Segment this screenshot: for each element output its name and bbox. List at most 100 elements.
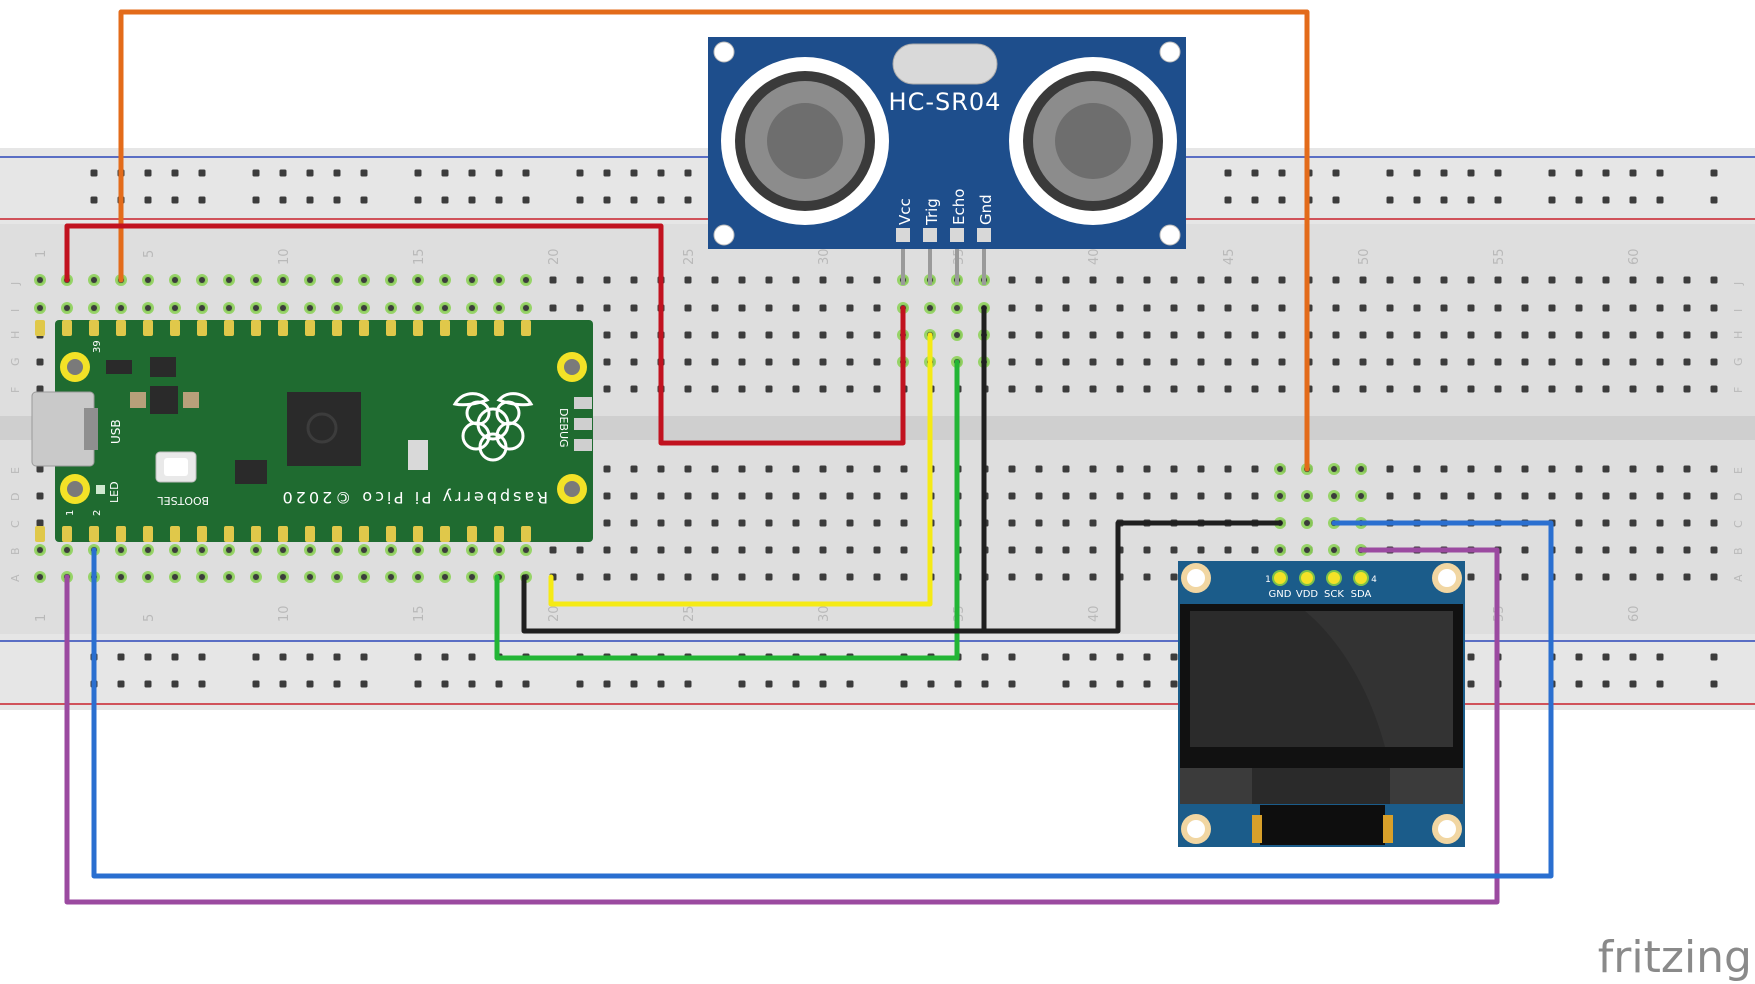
breadboard-hole[interactable] — [1278, 385, 1286, 393]
rail-hole[interactable] — [603, 169, 611, 177]
rail-hole[interactable] — [1116, 653, 1124, 661]
breadboard-hole[interactable] — [1332, 358, 1340, 366]
pico-pin-pad[interactable] — [197, 320, 207, 336]
rail-hole[interactable] — [1386, 196, 1394, 204]
blue-wire[interactable] — [91, 520, 1554, 879]
pico-pin-pad[interactable] — [143, 526, 153, 542]
rail-hole[interactable] — [1440, 169, 1448, 177]
breadboard-hole[interactable] — [1089, 519, 1097, 527]
rail-hole[interactable] — [117, 680, 125, 688]
breadboard-hole[interactable] — [1062, 546, 1070, 554]
rail-hole[interactable] — [495, 169, 503, 177]
rail-hole[interactable] — [1170, 653, 1178, 661]
breadboard-hole[interactable] — [1683, 573, 1691, 581]
rail-hole[interactable] — [1008, 680, 1016, 688]
breadboard-hole[interactable] — [711, 304, 719, 312]
breadboard-hole[interactable] — [603, 276, 611, 284]
rail-hole[interactable] — [738, 680, 746, 688]
pico-pin-pad[interactable] — [116, 320, 126, 336]
rail-hole[interactable] — [1467, 196, 1475, 204]
breadboard-hole[interactable] — [1575, 304, 1583, 312]
breadboard-hole[interactable] — [711, 331, 719, 339]
black-wire[interactable] — [521, 520, 1283, 634]
breadboard-hole[interactable] — [900, 573, 908, 581]
rail-hole[interactable] — [657, 196, 665, 204]
breadboard-hole[interactable] — [1710, 276, 1718, 284]
breadboard-hole[interactable] — [1629, 573, 1637, 581]
breadboard-hole[interactable] — [1359, 358, 1367, 366]
breadboard-hole[interactable] — [684, 492, 692, 500]
breadboard-hole[interactable] — [1548, 304, 1556, 312]
breadboard-hole[interactable] — [846, 304, 854, 312]
pico-pin-pad[interactable] — [251, 320, 261, 336]
breadboard-hole[interactable] — [1629, 492, 1637, 500]
breadboard-hole[interactable] — [549, 304, 557, 312]
breadboard-hole[interactable] — [1710, 546, 1718, 554]
breadboard-hole[interactable] — [1089, 385, 1097, 393]
breadboard-hole[interactable] — [1575, 358, 1583, 366]
breadboard-hole[interactable] — [1683, 385, 1691, 393]
sensor-pin-pad[interactable] — [950, 228, 964, 242]
breadboard-hole[interactable] — [792, 519, 800, 527]
breadboard-hole[interactable] — [36, 385, 44, 393]
breadboard-hole[interactable] — [1359, 276, 1367, 284]
breadboard-hole[interactable] — [1008, 546, 1016, 554]
breadboard-hole[interactable] — [549, 276, 557, 284]
breadboard-hole[interactable] — [1494, 358, 1502, 366]
breadboard-hole[interactable] — [1170, 546, 1178, 554]
breadboard-hole[interactable] — [792, 276, 800, 284]
pico-pin-pad[interactable] — [62, 526, 72, 542]
breadboard-hole[interactable] — [630, 546, 638, 554]
breadboard-hole[interactable] — [1008, 358, 1016, 366]
pico-pin-pad[interactable] — [494, 320, 504, 336]
breadboard-hole[interactable] — [1494, 331, 1502, 339]
breadboard-hole[interactable] — [873, 276, 881, 284]
yellow-wire[interactable] — [548, 332, 933, 607]
breadboard-hole[interactable] — [1683, 331, 1691, 339]
rail-hole[interactable] — [1467, 653, 1475, 661]
breadboard-hole[interactable] — [738, 519, 746, 527]
green-wire[interactable] — [494, 359, 960, 661]
rail-hole[interactable] — [954, 680, 962, 688]
breadboard-hole[interactable] — [1035, 385, 1043, 393]
breadboard-hole[interactable] — [1035, 573, 1043, 581]
breadboard-hole[interactable] — [765, 331, 773, 339]
rail-hole[interactable] — [576, 196, 584, 204]
breadboard-hole[interactable] — [630, 331, 638, 339]
rail-hole[interactable] — [684, 196, 692, 204]
breadboard-hole[interactable] — [1710, 304, 1718, 312]
breadboard-hole[interactable] — [819, 573, 827, 581]
breadboard-hole[interactable] — [873, 519, 881, 527]
breadboard-hole[interactable] — [819, 385, 827, 393]
breadboard-hole[interactable] — [1413, 465, 1421, 473]
rail-hole[interactable] — [1278, 196, 1286, 204]
breadboard-hole[interactable] — [1656, 304, 1664, 312]
breadboard-hole[interactable] — [711, 385, 719, 393]
breadboard-hole[interactable] — [603, 385, 611, 393]
rail-hole[interactable] — [1143, 653, 1151, 661]
breadboard-hole[interactable] — [1224, 465, 1232, 473]
breadboard-hole[interactable] — [765, 492, 773, 500]
breadboard-hole[interactable] — [1089, 276, 1097, 284]
breadboard-hole[interactable] — [1494, 385, 1502, 393]
breadboard-hole[interactable] — [657, 465, 665, 473]
breadboard-hole[interactable] — [576, 304, 584, 312]
breadboard-hole[interactable] — [1467, 358, 1475, 366]
rail-hole[interactable] — [441, 680, 449, 688]
breadboard-hole[interactable] — [1170, 331, 1178, 339]
rail-hole[interactable] — [1251, 169, 1259, 177]
breadboard-hole[interactable] — [1116, 492, 1124, 500]
breadboard-hole[interactable] — [1089, 331, 1097, 339]
breadboard-hole[interactable] — [684, 385, 692, 393]
breadboard-hole[interactable] — [873, 304, 881, 312]
rail-hole[interactable] — [1602, 653, 1610, 661]
breadboard-hole[interactable] — [1656, 358, 1664, 366]
breadboard-hole[interactable] — [684, 276, 692, 284]
breadboard-hole[interactable] — [1602, 519, 1610, 527]
breadboard-hole[interactable] — [711, 519, 719, 527]
rail-hole[interactable] — [468, 680, 476, 688]
pico-pin-pad[interactable] — [359, 320, 369, 336]
breadboard-hole[interactable] — [1170, 304, 1178, 312]
breadboard-hole[interactable] — [1494, 465, 1502, 473]
breadboard-hole[interactable] — [1602, 304, 1610, 312]
